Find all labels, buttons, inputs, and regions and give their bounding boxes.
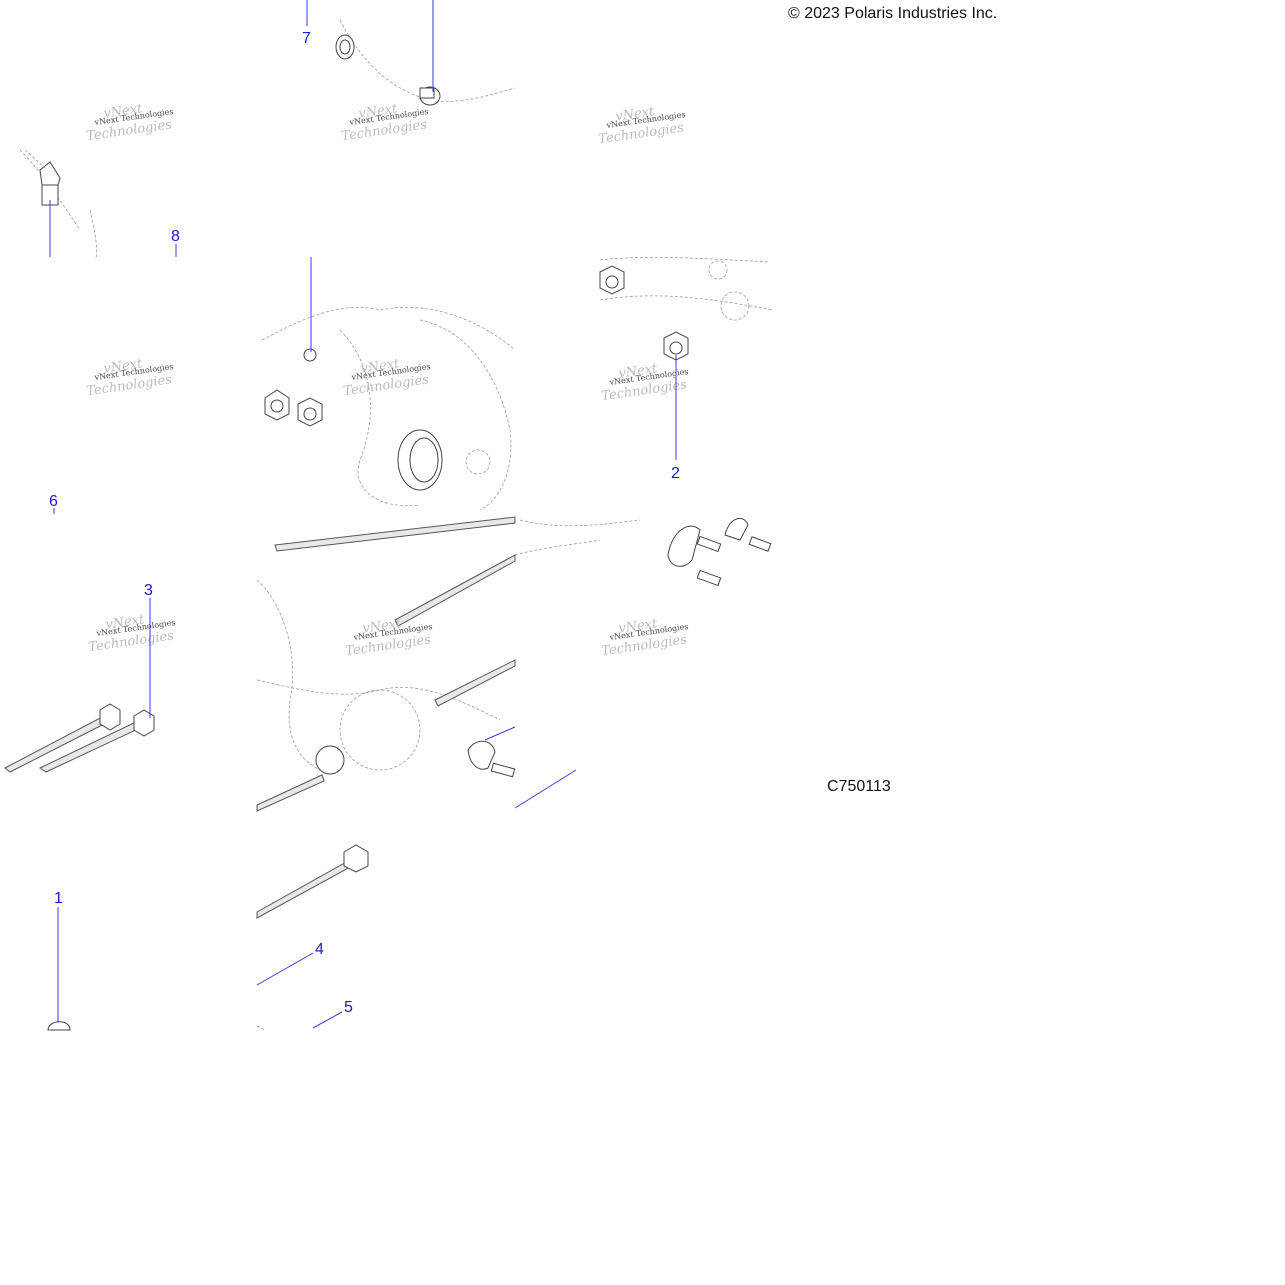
callout-1: 1 xyxy=(54,890,63,907)
callout-6: 6 xyxy=(49,493,58,510)
callout-2: 2 xyxy=(671,465,680,482)
svg-text:vNext: vNext xyxy=(103,101,144,121)
watermarks: vNext vNext Technologies Technologies vN… xyxy=(86,101,689,659)
svg-text:vNext: vNext xyxy=(360,356,401,376)
brackets-and-screws xyxy=(315,517,772,778)
callout-4: 4 xyxy=(315,941,324,958)
leader-lines xyxy=(49,0,677,1029)
svg-text:vNext: vNext xyxy=(618,361,659,381)
callout-7: 7 xyxy=(302,30,311,47)
callout-8: 8 xyxy=(171,228,180,245)
svg-text:vNext: vNext xyxy=(103,356,144,376)
callout-5: 5 xyxy=(344,999,353,1016)
nut-part xyxy=(47,1021,266,1031)
svg-text:vNext: vNext xyxy=(358,101,399,121)
hose-clamp-part xyxy=(335,34,441,106)
callouts: 7 8 2 6 3 1 4 5 xyxy=(49,30,680,1016)
svg-text:vNext: vNext xyxy=(105,612,146,632)
long-bolts xyxy=(4,516,516,919)
callout-3: 3 xyxy=(144,582,153,599)
seal-ring xyxy=(397,260,750,491)
svg-text:vNext: vNext xyxy=(362,616,403,636)
svg-text:vNext: vNext xyxy=(615,104,656,124)
flange-nuts xyxy=(264,265,689,427)
svg-text:vNext: vNext xyxy=(618,616,659,636)
diagram-code: C750113 xyxy=(827,778,891,795)
copyright-notice: © 2023 Polaris Industries Inc. xyxy=(788,5,998,22)
casing-outline xyxy=(19,19,773,771)
elbow-fitting-part xyxy=(24,149,61,206)
